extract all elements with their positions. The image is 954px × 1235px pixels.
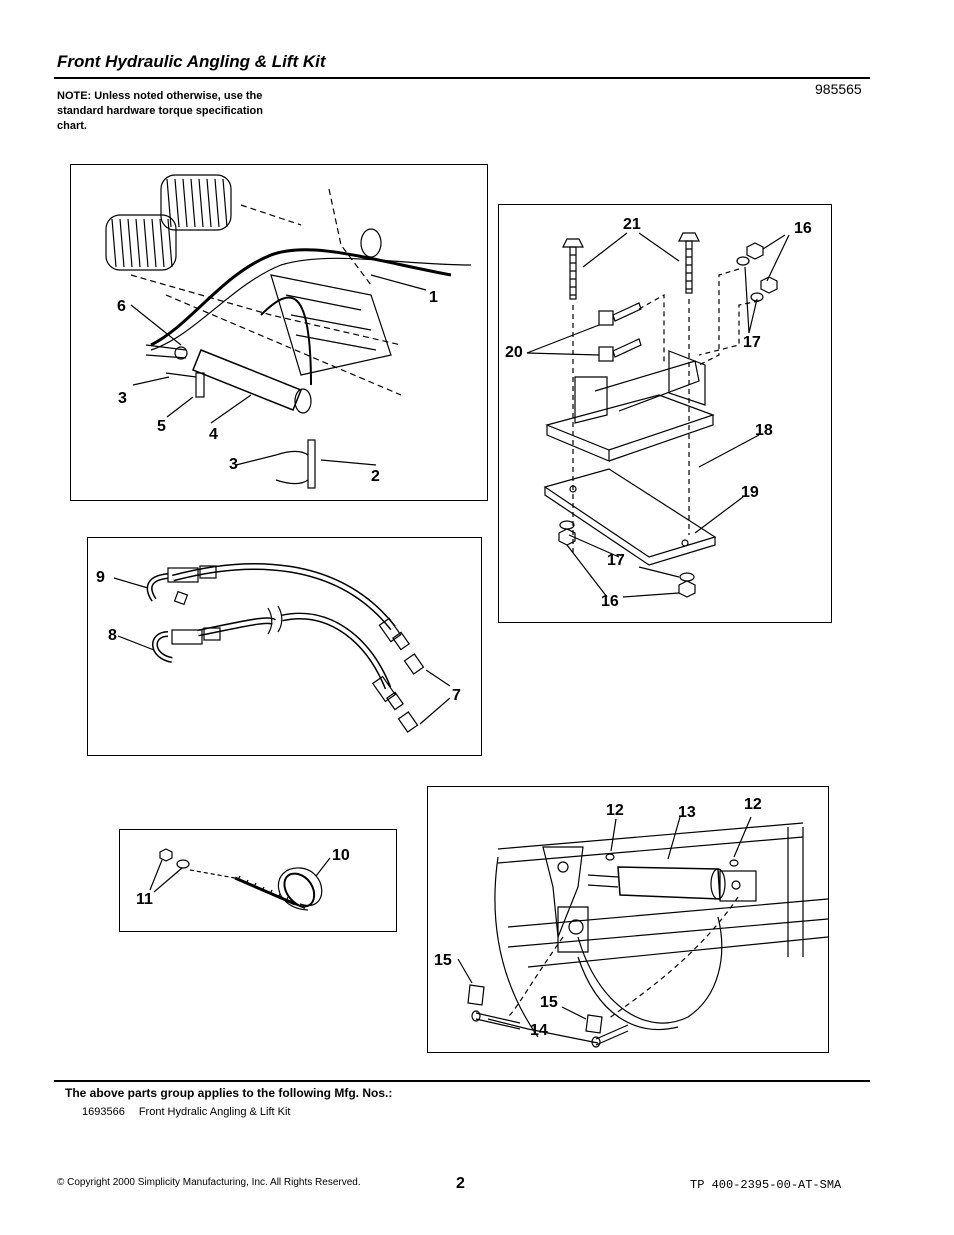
callout-8: 8	[108, 627, 117, 644]
hydraulic-cylinder-illustration	[145, 344, 312, 414]
callout-18: 18	[755, 422, 773, 439]
callout-1: 1	[429, 289, 438, 306]
mfg-name: Front Hydralic Angling & Lift Kit	[138, 1106, 291, 1118]
callout-20: 20	[505, 344, 523, 361]
spring-coil-illustration	[105, 174, 232, 271]
hoses-diagram: 9 8 7	[87, 537, 482, 756]
page-number: 2	[456, 1175, 465, 1192]
callout-17: 17	[743, 334, 761, 351]
callout-19: 19	[741, 484, 759, 501]
callout-6: 6	[117, 298, 126, 315]
applies-divider	[54, 1080, 870, 1082]
callout-21: 21	[623, 216, 641, 233]
tp-number: TP 400-2395-00-AT-SMA	[690, 1178, 842, 1192]
mfg-number: 1693566	[82, 1106, 125, 1118]
callout-17b: 17	[607, 552, 625, 569]
callout-2: 2	[371, 468, 380, 485]
lift-assembly-diagram: 1 2 3 3 4 5 6	[70, 164, 488, 501]
header-divider	[54, 77, 870, 79]
callout-9: 9	[96, 569, 105, 586]
callout-15: 15	[434, 952, 452, 969]
mfg-entry: 1693566 Front Hydralic Angling & Lift Kit	[82, 1106, 304, 1118]
callout-13: 13	[678, 804, 696, 821]
callout-15b: 15	[540, 994, 558, 1011]
mount-bracket-diagram: 21 16 20 17 18 19 17 16	[498, 204, 832, 623]
torque-note: NOTE: Unless noted otherwise, use the st…	[57, 90, 263, 132]
callout-5: 5	[157, 418, 166, 435]
callout-3b: 3	[229, 456, 238, 473]
applies-heading: The above parts group applies to the fol…	[65, 1086, 393, 1100]
callout-16b: 16	[601, 593, 619, 610]
callout-12: 12	[606, 802, 624, 819]
callout-16: 16	[794, 220, 812, 237]
bracket-illustration	[545, 350, 715, 462]
document-number: 985565	[815, 81, 862, 97]
callout-14: 14	[530, 1022, 548, 1039]
plate-illustration	[543, 468, 717, 566]
callout-3: 3	[118, 390, 127, 407]
copyright-text: © Copyright 2000 Simplicity Manufacturin…	[57, 1177, 361, 1188]
callout-10: 10	[332, 847, 350, 864]
cylinder-mount-diagram: 12 13 12 15 15 14	[427, 786, 829, 1053]
callout-12b: 12	[744, 796, 762, 813]
spring-diagram: 10 11	[119, 829, 397, 932]
callout-7: 7	[452, 687, 461, 704]
page-title: Front Hydraulic Angling & Lift Kit	[57, 52, 326, 71]
callout-11: 11	[136, 891, 153, 908]
callout-4: 4	[209, 426, 218, 443]
cylinder-illustration	[587, 866, 757, 902]
